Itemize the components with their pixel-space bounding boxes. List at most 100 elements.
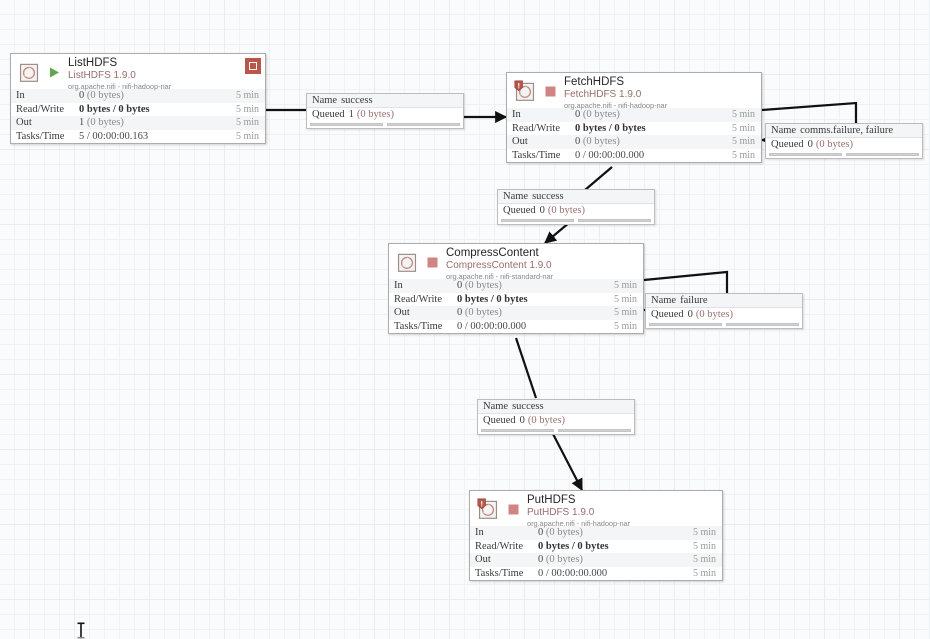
stat-value: 0 (0 bytes) [533,553,671,567]
stat-value-main: 0 bytes / 0 bytes [457,293,528,305]
stat-value-detail: (0 bytes) [545,554,583,566]
stat-value-main: 0 bytes / 0 bytes [538,540,609,552]
play-triangle-icon[interactable] [49,65,60,78]
stat-time-window: 5 min [731,109,755,121]
stat-value: 0 bytes / 0 bytes [74,103,214,117]
processor-icon [477,498,499,520]
stat-value-detail: (0 bytes) [545,527,583,539]
queue-size-bar [846,153,919,156]
connection-name-key: Name [503,191,529,202]
connection-queued-key: Queued [771,139,804,150]
stat-label: Tasks/Time [512,150,561,162]
connection-queued-key: Queued [651,309,684,320]
processor-name: PutHDFS [527,494,576,506]
processor-bundle: org.apache.nifi - nifi-hadoop-nar [68,82,172,91]
stat-time-window: 5 min [235,90,259,102]
stat-row: Out 0 (0 bytes) 5 min [470,553,722,567]
stat-label: Tasks/Time [16,131,65,143]
connection-queued-key: Queued [503,205,536,216]
stat-label: Tasks/Time [394,321,443,333]
connection-queued-key: Queued [312,109,345,120]
connection-queue-bars [646,322,802,328]
edge-label-to-put [551,431,583,492]
stat-label: Out [475,554,491,566]
stat-value-main: 0 / 00:00:00.000 [457,321,527,333]
edge-label-to-compress [544,221,571,244]
text-cursor-icon [77,622,85,639]
queue-size-bar [726,323,799,326]
stop-square-icon[interactable] [508,502,519,515]
invalid-warning-badge-icon [514,80,523,92]
connection-queue-bars [478,428,634,434]
processor-name: ListHDFS [68,57,118,69]
stat-value-main: 1 [79,117,85,129]
stop-square-icon[interactable] [427,255,438,268]
stat-value-detail: (0 bytes) [86,117,124,129]
stat-time-window: 5 min [613,307,637,319]
stat-time-window: 5 min [613,293,637,305]
queue-size-bar [558,429,631,432]
stat-value: 0 (0 bytes) [452,306,592,320]
connection-queue-bars [307,122,463,128]
processor-bundle: org.apache.nifi - nifi-hadoop-nar [527,519,631,528]
stat-value: 0 (0 bytes) [452,279,592,293]
stop-square-icon[interactable] [545,84,556,97]
stat-value: 0 (0 bytes) [570,108,710,122]
connection-queued-count: 0 [519,415,525,426]
connection-relationship: failure [680,295,708,306]
connection-queued-size: (0 bytes) [547,205,585,216]
processor-bundle: org.apache.nifi - nifi-hadoop-nar [564,101,668,110]
connection-queued-count: 0 [687,309,693,320]
stat-label: Tasks/Time [475,568,524,580]
queue-size-bar [578,219,651,222]
stat-time-window: 5 min [692,540,716,552]
stat-value-main: 0 [457,280,463,292]
stat-value-detail: (0 bytes) [86,90,124,102]
connection-queued-count: 0 [807,139,813,150]
stat-value-detail: (0 bytes) [464,307,502,319]
stat-label: In [16,90,25,102]
stat-time-window: 5 min [235,103,259,115]
stat-label: In [512,109,521,121]
processor-bundle: org.apache.nifi - nifi-standard-nar [446,272,553,281]
queue-count-bar [481,429,554,432]
queue-count-bar [769,153,842,156]
stat-value: 0 (0 bytes) [570,135,710,149]
queue-size-bar [387,123,460,126]
bulletin-indicator-icon[interactable] [245,58,261,74]
edge-compress-to-label [514,337,538,399]
processor-name: FetchHDFS [564,76,625,88]
stat-time-window: 5 min [692,554,716,566]
stat-value: 0 / 00:00:00.000 [533,567,671,581]
stat-value-main: 5 / 00:00:00.163 [79,131,149,143]
